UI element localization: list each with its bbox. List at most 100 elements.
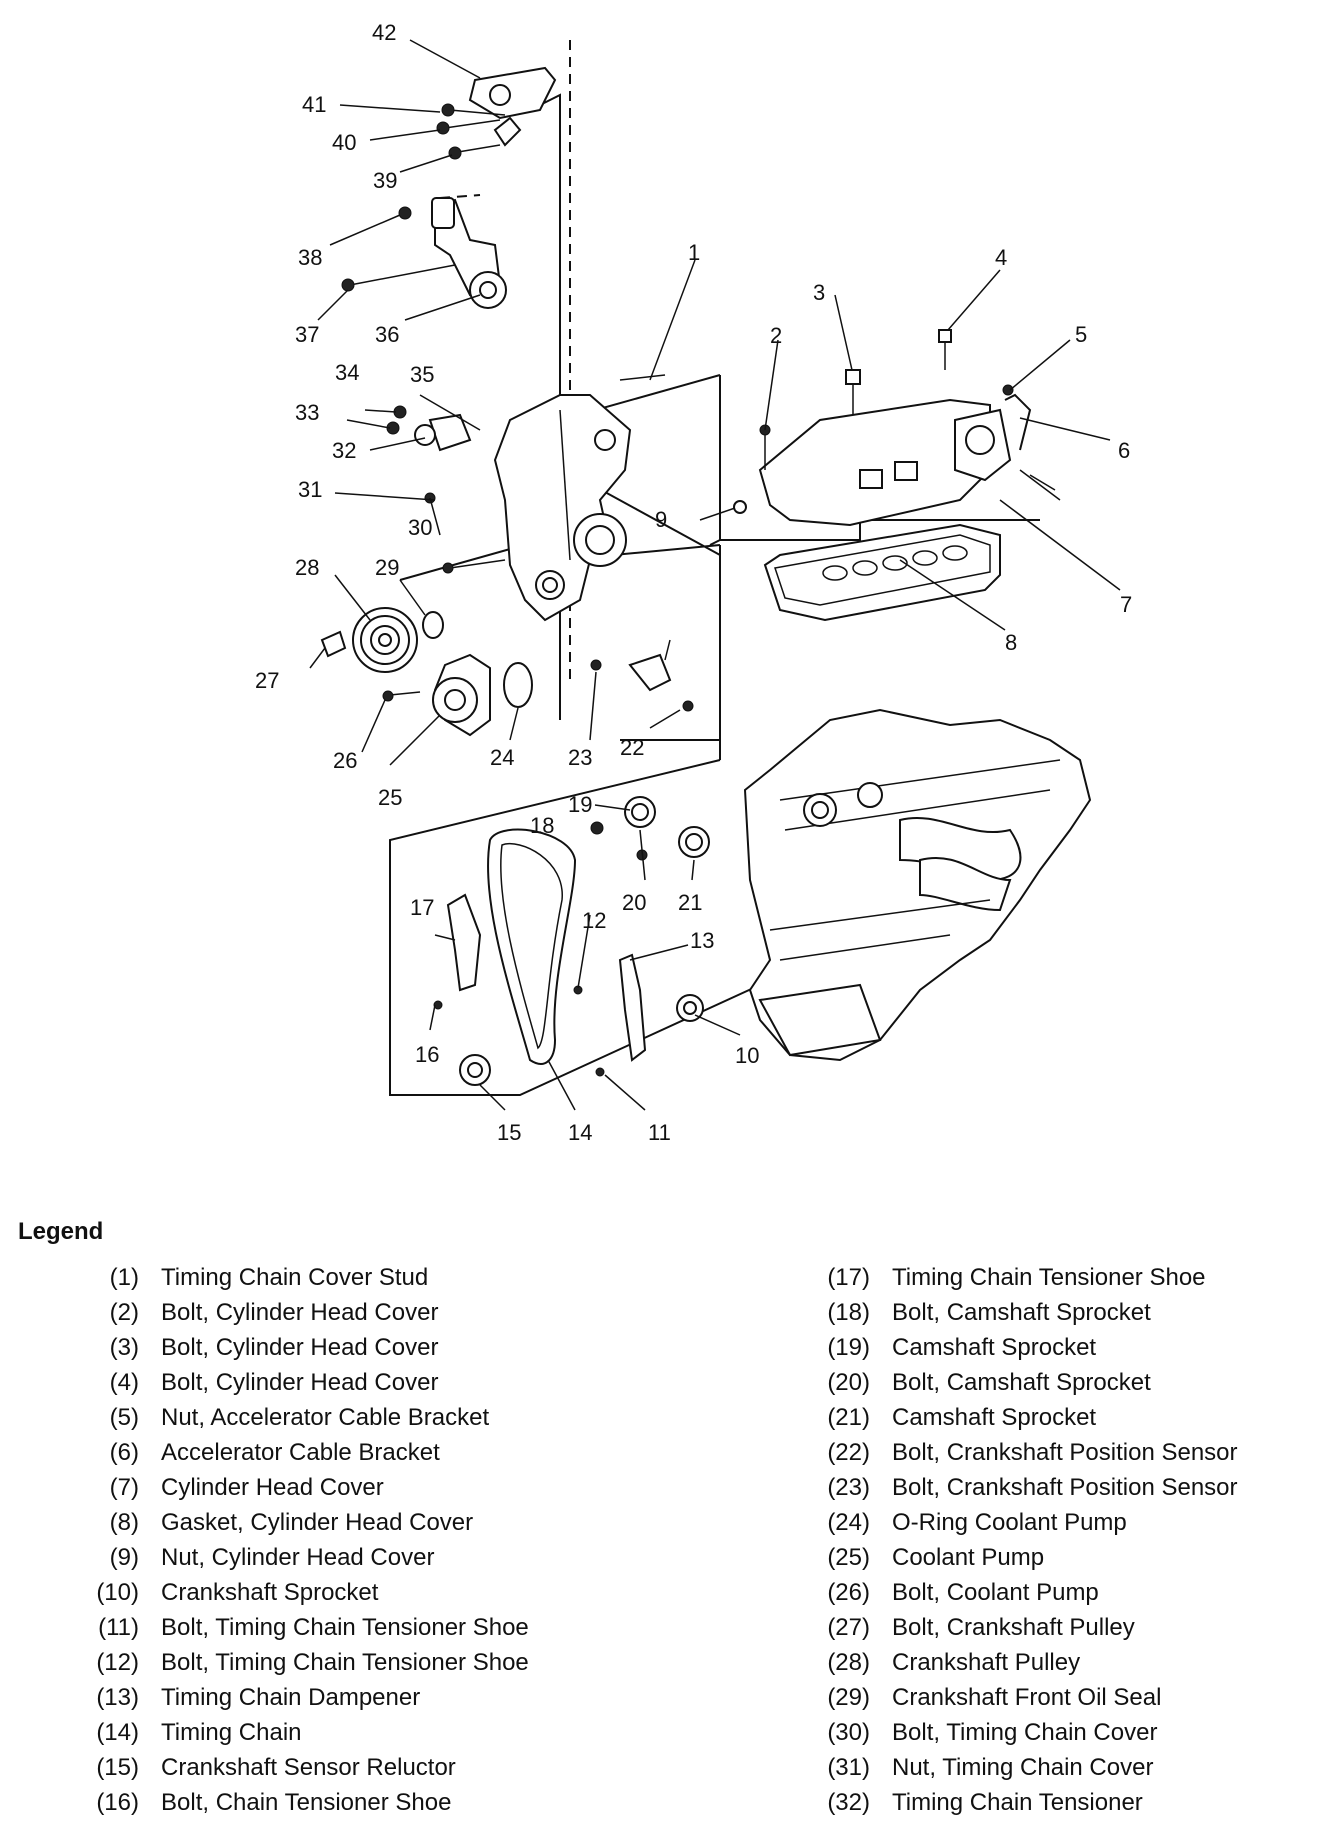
sensor-bolts — [590, 639, 694, 712]
legend-label: Bolt, Crankshaft Position Sensor — [892, 1474, 1238, 1501]
callout-16: 16 — [415, 1042, 439, 1067]
callout-39: 39 — [373, 168, 397, 193]
legend-number: (22) — [827, 1439, 870, 1466]
legend-label: Cylinder Head Cover — [161, 1474, 384, 1501]
callout-14: 14 — [568, 1120, 592, 1145]
legend-item: (22) Bolt, Crankshaft Position Sensor — [786, 1439, 1238, 1474]
legend-item: (28) Crankshaft Pulley — [786, 1649, 1238, 1684]
legend-item: (12) Bolt, Timing Chain Tensioner Shoe — [55, 1649, 529, 1684]
legend-item: (8)Gasket, Cylinder Head Cover — [55, 1509, 529, 1544]
legend-number: (15) — [96, 1754, 139, 1781]
legend-number: (25) — [827, 1544, 870, 1571]
callout-21: 21 — [678, 890, 702, 915]
legend-item: (26)Bolt, Coolant Pump — [786, 1579, 1238, 1614]
callout-30: 30 — [408, 515, 432, 540]
legend-label: Crankshaft Pulley — [892, 1649, 1081, 1676]
legend-item: (14)Timing Chain — [55, 1719, 529, 1754]
legend-label: Timing Chain Tensioner — [892, 1789, 1143, 1816]
legend-item: (3)Bolt, Cylinder Head Cover — [55, 1334, 529, 1369]
legend-number: (14) — [96, 1719, 139, 1746]
crank-pulley-group — [320, 607, 533, 737]
legend-number: (28) — [827, 1649, 870, 1676]
legend-number: (17) — [827, 1264, 870, 1291]
callout-28: 28 — [295, 555, 319, 580]
legend-label: Bolt, Timing Chain Tensioner Shoe — [161, 1649, 529, 1676]
legend-number: (29) — [827, 1684, 870, 1711]
legend-number: (24) — [827, 1509, 870, 1536]
legend-item: (11)Bolt, Timing Chain Tensioner Shoe — [55, 1614, 529, 1649]
legend-number: (6) — [109, 1439, 139, 1466]
legend-label: Bolt, Crankshaft Position Sensor — [892, 1439, 1238, 1466]
legend-item: (9)Nut, Cylinder Head Cover — [55, 1544, 529, 1579]
legend-label: Bolt, Crankshaft Pulley — [892, 1614, 1135, 1641]
legend-label: Bolt, Cylinder Head Cover — [161, 1299, 439, 1326]
legend-number: (23) — [827, 1474, 870, 1501]
legend-label: Nut, Timing Chain Cover — [892, 1754, 1154, 1781]
legend-label: Crankshaft Sensor Reluctor — [161, 1754, 456, 1781]
callout-11: 11 — [648, 1120, 671, 1145]
legend-item: (21)Camshaft Sprocket — [786, 1404, 1238, 1439]
legend-number: (27) — [827, 1614, 870, 1641]
callout-1: 1 — [688, 240, 700, 265]
callout-36: 36 — [375, 322, 399, 347]
legend-label: Accelerator Cable Bracket — [161, 1439, 440, 1466]
legend-label: Bolt, Coolant Pump — [892, 1579, 1099, 1606]
legend-number: (8) — [109, 1509, 139, 1536]
legend-item: (2)Bolt, Cylinder Head Cover — [55, 1299, 529, 1334]
legend-item: (7)Cylinder Head Cover — [55, 1474, 529, 1509]
legend-number: (12) — [96, 1649, 139, 1676]
timing-chain-group — [433, 828, 704, 1086]
legend-label: Bolt, Camshaft Sprocket — [892, 1369, 1151, 1396]
legend-label: Coolant Pump — [892, 1544, 1045, 1571]
callout-labels: 42 41 40 39 38 37 36 34 35 33 32 31 30 2… — [255, 20, 1132, 1145]
legend-item: (17) Timing Chain Tensioner Shoe — [786, 1264, 1238, 1299]
legend-number: (32) — [827, 1789, 870, 1816]
legend-number: (19) — [827, 1334, 870, 1361]
legend-number: (5) — [109, 1404, 139, 1431]
callout-31: 31 — [298, 477, 322, 502]
legend-item: (32) Timing Chain Tensioner — [786, 1789, 1238, 1824]
callout-24: 24 — [490, 745, 514, 770]
callout-18: 18 — [530, 813, 554, 838]
legend-number: (21) — [827, 1404, 870, 1431]
callout-34: 34 — [335, 360, 359, 385]
legend-item: (5)Nut, Accelerator Cable Bracket — [55, 1404, 529, 1439]
cylinder-head-cover — [733, 329, 1061, 527]
legend-left-column: (1)Timing Chain Cover Stud (2)Bolt, Cyli… — [55, 1264, 529, 1824]
callout-12: 12 — [582, 908, 606, 933]
leader-lines — [309, 39, 1121, 1111]
legend-label: Timing Chain Dampener — [161, 1684, 421, 1711]
legend-label: O-Ring Coolant Pump — [892, 1509, 1127, 1536]
legend-item: (1)Timing Chain Cover Stud — [55, 1264, 529, 1299]
legend-number: (11) — [98, 1614, 139, 1641]
callout-3: 3 — [813, 280, 825, 305]
legend-number: (30) — [827, 1719, 870, 1746]
callout-38: 38 — [298, 245, 322, 270]
legend-item: (29)Crankshaft Front Oil Seal — [786, 1684, 1238, 1719]
callout-13: 13 — [690, 928, 714, 953]
callout-22: 22 — [620, 735, 644, 760]
cover-gasket — [763, 523, 1001, 622]
legend-item: (24) O-Ring Coolant Pump — [786, 1509, 1238, 1544]
idler-pulley-bracket — [341, 194, 507, 309]
legend-title: Legend — [18, 1218, 104, 1245]
legend-number: (18) — [827, 1299, 870, 1326]
legend-item: (16)Bolt, Chain Tensioner Shoe — [55, 1789, 529, 1824]
legend-item: (31)Nut, Timing Chain Cover — [786, 1754, 1238, 1789]
legend-right-column: (17)Timing Chain Tensioner Shoe (18)Bolt… — [786, 1264, 1238, 1824]
callout-41: 41 — [302, 92, 326, 117]
callout-15: 15 — [497, 1120, 521, 1145]
legend-item: (18)Bolt, Camshaft Sprocket — [786, 1299, 1238, 1334]
legend-label: Camshaft Sprocket — [892, 1334, 1097, 1361]
callout-10: 10 — [735, 1043, 759, 1068]
legend-label: Bolt, Timing Chain Cover — [892, 1719, 1158, 1746]
legend-item: (27) Bolt, Crankshaft Pulley — [786, 1614, 1238, 1649]
legend-item: (13) Timing Chain Dampener — [55, 1684, 529, 1719]
legend-label: Nut, Cylinder Head Cover — [161, 1544, 435, 1571]
legend-item: (30) Bolt, Timing Chain Cover — [786, 1719, 1238, 1754]
callout-37: 37 — [295, 322, 319, 347]
legend-label: Timing Chain Tensioner Shoe — [892, 1264, 1206, 1291]
legend-number: (13) — [96, 1684, 139, 1711]
legend-item: (6) Accelerator Cable Bracket — [55, 1439, 529, 1474]
exploded-view-diagram: 42 41 40 39 38 37 36 34 35 33 32 31 30 2… — [255, 20, 1132, 1145]
